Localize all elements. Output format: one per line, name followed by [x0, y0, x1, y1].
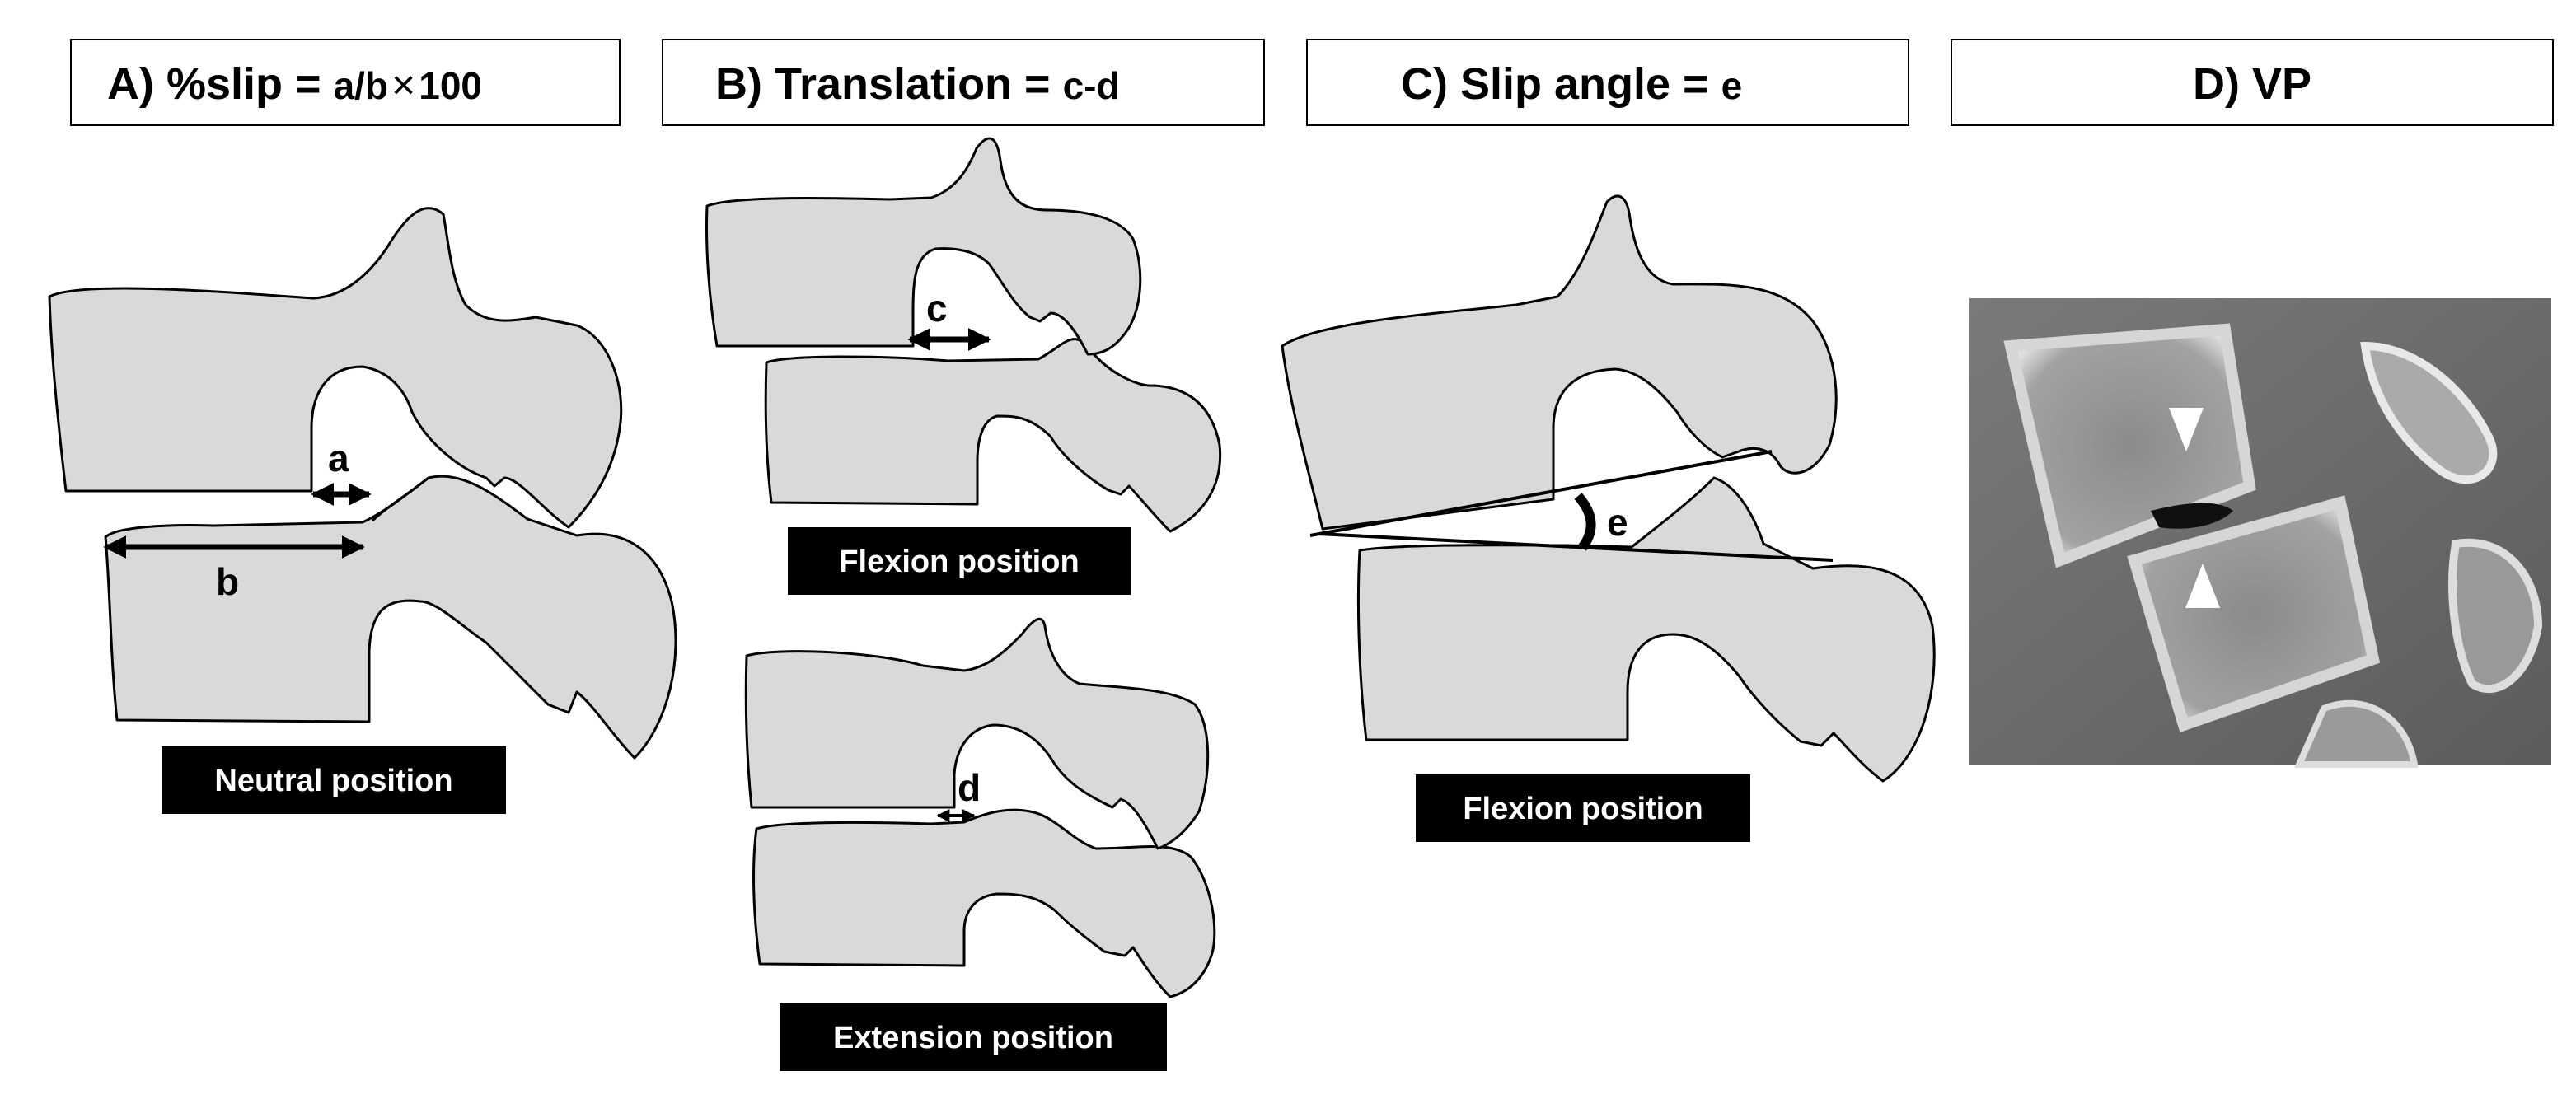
- panel-d-header: D) VP: [1951, 39, 2554, 126]
- panel-b-extension-diagram: d Extension position: [744, 617, 1216, 1071]
- label-a: a: [328, 437, 349, 479]
- extension-position-label: Extension position: [833, 1021, 1113, 1055]
- flexion-upper-vertebra: [705, 137, 1142, 356]
- label-c: c: [926, 287, 948, 330]
- svg-text:B) Translation = c-d: B) Translation = c-d: [715, 59, 1120, 109]
- label-b: b: [216, 560, 239, 603]
- panel-a-header: A) %slip = a/b×100: [70, 39, 621, 126]
- panel-c-header: C) Slip angle = e: [1306, 39, 1909, 126]
- flexion-position-box-b: [788, 527, 1131, 595]
- slip-lower-vertebra: [1356, 476, 1936, 783]
- svg-text:A) %slip = a/b×100: A) %slip = a/b×100: [107, 59, 482, 109]
- lower-arrowhead-icon: [2185, 564, 2220, 608]
- extension-upper-vertebra: [744, 617, 1210, 850]
- neutral-position-label: Neutral position: [214, 764, 452, 798]
- flexion-position-label-b: Flexion position: [839, 545, 1079, 579]
- panel-a-diagram: a b Neutral position: [48, 207, 677, 814]
- flexion-lower-vertebra: [764, 338, 1222, 533]
- panel-b-formula: c-d: [1063, 64, 1120, 107]
- upper-vertebra: [48, 207, 623, 529]
- panel-c-title: C) Slip angle =: [1401, 59, 1721, 109]
- lower-vertebra: [104, 475, 677, 760]
- svg-text:C) Slip angle = e: C) Slip angle = e: [1401, 59, 1742, 109]
- panel-b-flexion-diagram: c Flexion position: [705, 137, 1222, 595]
- times-sign: ×: [391, 62, 415, 108]
- panel-d-title: D) VP: [2193, 59, 2311, 109]
- panel-a-title: A) %slip =: [107, 59, 334, 109]
- panel-c-formula: e: [1721, 64, 1743, 107]
- slip-upper-vertebra: [1281, 194, 1838, 531]
- flexion-position-box-c: [1416, 774, 1750, 842]
- panel-a-multiplier: 100: [419, 64, 482, 107]
- extension-lower-vertebra: [752, 808, 1216, 998]
- flexion-position-label-c: Flexion position: [1463, 792, 1703, 826]
- ct-image: [1969, 298, 2551, 768]
- panel-b-title: B) Translation =: [715, 59, 1063, 109]
- label-d: d: [958, 766, 981, 809]
- upper-arrowhead-icon: [2169, 408, 2204, 451]
- extension-position-box: [780, 1003, 1167, 1071]
- panel-b-header: B) Translation = c-d: [662, 39, 1265, 126]
- panel-a-formula: a/b: [334, 64, 388, 107]
- neutral-position-box: [162, 746, 506, 814]
- label-e: e: [1607, 501, 1628, 544]
- panel-c-diagram: e Flexion position: [1281, 194, 1936, 842]
